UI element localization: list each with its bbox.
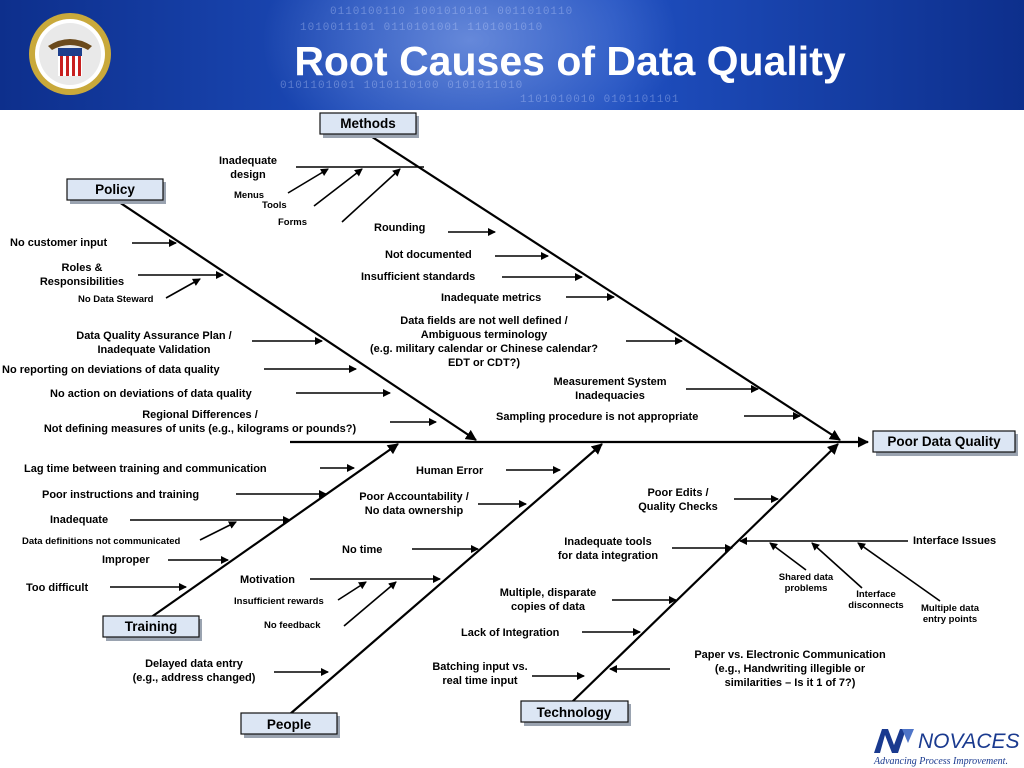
effect-label: Poor Data Quality (887, 434, 1001, 449)
cause-arrow (287, 168, 329, 194)
cause-too-difficult: Too difficult (26, 582, 88, 594)
people-label: People (267, 717, 312, 732)
cause-lack-integration: Lack of Integration (461, 627, 560, 639)
title-banner: 0110100110 1001010101 0011010110 1010011… (0, 0, 1024, 110)
cause-paper-3: similarities – Is it 1 of 7?) (725, 677, 856, 689)
cause-human-error: Human Error (416, 465, 484, 477)
cause-arrow (811, 542, 863, 589)
cause-inadequate: Inadequate (50, 514, 108, 526)
training-label: Training (125, 619, 178, 634)
banner-digits: 0101101001 1010110100 0101011010 (280, 80, 524, 92)
cause-delayed-entry-1: Delayed data entry (145, 658, 244, 670)
policy-box: Policy (66, 178, 166, 204)
cause-inadequate-design-2: design (230, 169, 266, 181)
cause-shared-data-2: problems (785, 583, 828, 594)
cause-lag-time: Lag time between training and communicat… (24, 463, 267, 475)
cause-multiple-entry-1: Multiple data (921, 603, 980, 614)
cause-no-time: No time (342, 544, 382, 556)
cause-data-fields-1: Data fields are not well defined / (400, 315, 567, 327)
cause-measurement-1: Measurement System (553, 376, 666, 388)
methods-box: Methods (319, 112, 419, 138)
cause-interface-disconnects-2: disconnects (848, 600, 903, 611)
novaces-mark-icon (874, 729, 914, 753)
cause-accountability-2: No data ownership (365, 505, 464, 517)
cause-arrow (313, 168, 363, 207)
cause-dq-plan-2: Inadequate Validation (97, 344, 210, 356)
cause-arrow (337, 581, 367, 601)
cause-arrow (199, 521, 237, 541)
cause-arrow (341, 168, 401, 223)
cause-not-documented: Not documented (385, 249, 472, 261)
logo-tagline: Advancing Process Improvement. (874, 756, 1008, 767)
cause-inadequate-tools-2: for data integration (558, 550, 659, 562)
cause-insufficient-standards: Insufficient standards (361, 271, 475, 283)
technology-bone (571, 443, 839, 703)
methods-bone (365, 132, 841, 441)
cause-definitions: Data definitions not communicated (22, 536, 181, 547)
cause-rounding: Rounding (374, 222, 425, 234)
cause-no-data-steward: No Data Steward (78, 294, 154, 305)
cause-poor-edits-2: Quality Checks (638, 501, 717, 513)
cause-arrow (165, 278, 201, 299)
cause-no-reporting: No reporting on deviations of data quali… (2, 364, 220, 376)
novaces-logo: NOVACES Advancing Process Improvement. (870, 724, 1022, 768)
cause-insufficient-rewards: Insufficient rewards (234, 596, 324, 607)
cause-inadequate-design-1: Inadequate (219, 155, 277, 167)
cause-data-fields-4: EDT or CDT?) (448, 357, 520, 369)
cause-batching-2: real time input (442, 675, 518, 687)
cause-improper: Improper (102, 554, 150, 566)
cause-delayed-entry-2: (e.g., address changed) (133, 672, 256, 684)
cause-arrow (343, 581, 397, 627)
cause-regional-2: Not defining measures of units (e.g., ki… (44, 423, 357, 435)
cause-data-fields-2: Ambiguous terminology (421, 329, 548, 341)
cause-multiple-copies-2: copies of data (511, 601, 586, 613)
dod-seal-icon (29, 13, 111, 95)
cause-poor-edits-1: Poor Edits / (647, 487, 708, 499)
cause-shared-data-1: Shared data (779, 572, 834, 583)
cause-forms: Forms (278, 217, 307, 228)
cause-paper-2: (e.g., Handwriting illegible or (715, 663, 866, 675)
cause-sampling: Sampling procedure is not appropriate (496, 411, 698, 423)
technology-label: Technology (537, 705, 612, 720)
cause-inadequate-tools-1: Inadequate tools (564, 536, 651, 548)
banner-digits: 0110100110 1001010101 0011010110 (330, 6, 574, 18)
cause-tools: Tools (262, 200, 287, 211)
cause-motivation: Motivation (240, 574, 295, 586)
cause-measurement-2: Inadequacies (575, 390, 645, 402)
banner-digits: 1010011101 0110101001 1101001010 (300, 22, 544, 34)
technology-box: Technology (520, 700, 631, 726)
cause-interface-disconnects-1: Interface (856, 589, 896, 600)
cause-paper-1: Paper vs. Electronic Communication (694, 649, 886, 661)
cause-multiple-entry-2: entry points (923, 614, 977, 625)
cause-inadequate-metrics: Inadequate metrics (441, 292, 541, 304)
cause-no-customer-input: No customer input (10, 237, 108, 249)
cause-multiple-copies-1: Multiple, disparate (500, 587, 597, 599)
cause-menus: Menus (234, 190, 264, 201)
people-bone (289, 443, 603, 715)
cause-roles-2: Responsibilities (40, 276, 124, 288)
cause-regional-1: Regional Differences / (142, 409, 258, 421)
cause-data-fields-3: (e.g. military calendar or Chinese calen… (370, 343, 598, 355)
banner-glow (260, 0, 680, 110)
cause-arrow (857, 542, 941, 602)
cause-no-feedback: No feedback (264, 620, 321, 631)
cause-batching-1: Batching input vs. (432, 661, 527, 673)
people-box: People (240, 712, 340, 738)
effect-box: Poor Data Quality (872, 430, 1018, 456)
page-title: Root Causes of Data Quality (294, 38, 846, 84)
cause-roles-1: Roles & (62, 262, 103, 274)
banner-digits: 1101010010 0101101101 (520, 94, 680, 106)
methods-label: Methods (340, 116, 396, 131)
cause-accountability-1: Poor Accountability / (359, 491, 469, 503)
logo-name: NOVACES (918, 730, 1020, 753)
policy-label: Policy (95, 182, 135, 197)
cause-dq-plan-1: Data Quality Assurance Plan / (76, 330, 231, 342)
training-bone (149, 443, 399, 619)
cause-no-action: No action on deviations of data quality (50, 388, 253, 400)
training-box: Training (102, 615, 202, 641)
cause-interface-issues: Interface Issues (913, 535, 996, 547)
cause-arrow (769, 542, 807, 571)
cause-poor-instructions: Poor instructions and training (42, 489, 199, 501)
